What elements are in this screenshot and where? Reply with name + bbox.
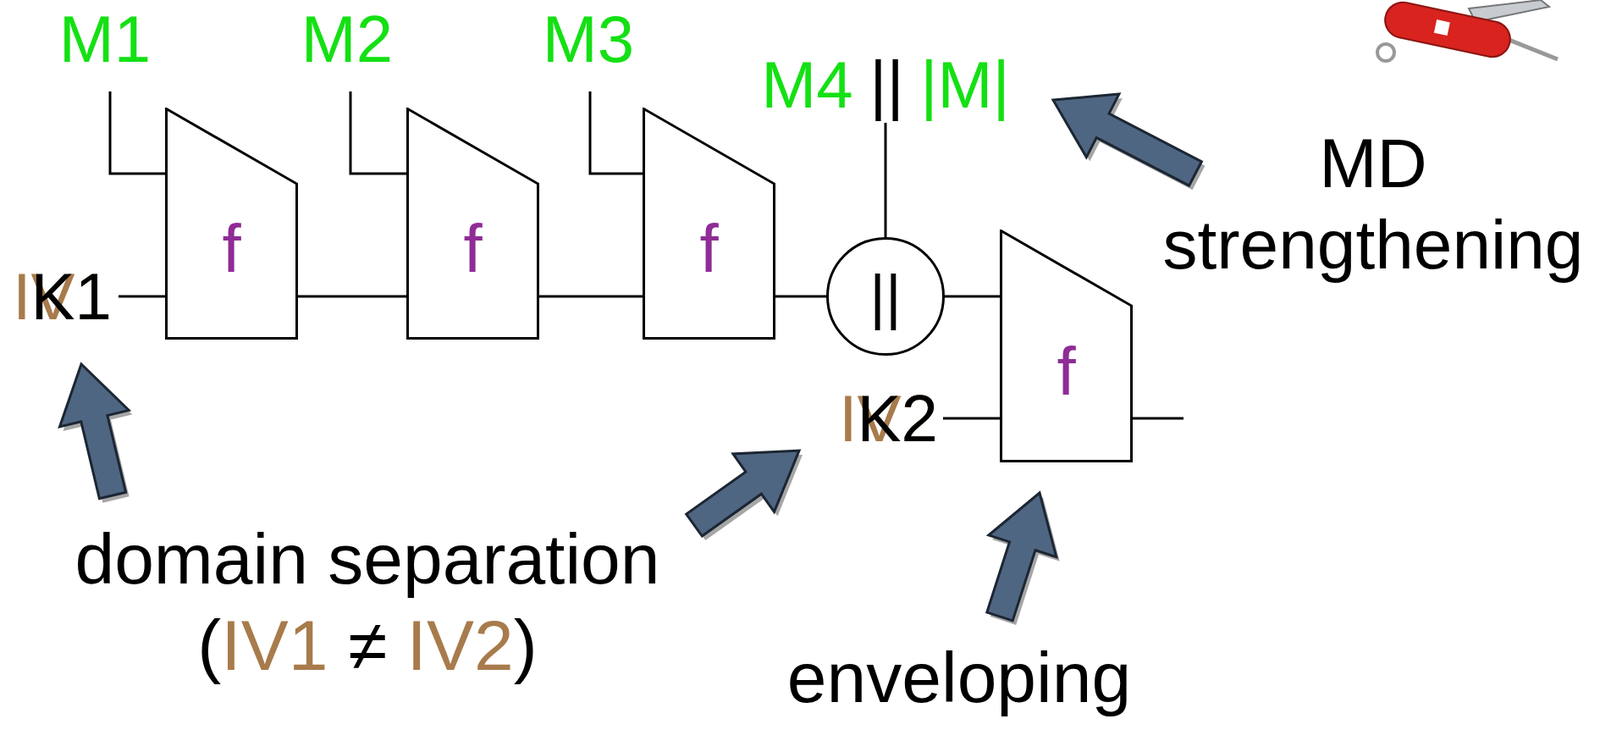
concat-symbol: || xyxy=(869,51,905,118)
key-label: K2 xyxy=(857,385,938,452)
knife-ring xyxy=(1377,44,1395,61)
label-holder: enveloping xyxy=(787,641,1132,713)
label-holder: K1 xyxy=(31,263,112,330)
padding-wire xyxy=(884,122,888,238)
node-body: f xyxy=(165,107,298,340)
node-body: f xyxy=(642,107,776,340)
length-label: |M| xyxy=(920,51,1010,118)
label-holder: MD strengthening xyxy=(1161,122,1585,286)
compression-box: f xyxy=(642,107,776,340)
label-holder: M1 xyxy=(59,5,151,72)
callout-arrow xyxy=(1053,93,1202,186)
function-label: f xyxy=(1056,337,1076,406)
key-wire xyxy=(943,417,1000,420)
knife-icon xyxy=(1377,0,1558,61)
callout-arrows xyxy=(60,93,1206,625)
knife-cross xyxy=(1434,19,1451,36)
output-wire xyxy=(1132,417,1184,420)
callout-arrow xyxy=(987,492,1057,621)
annotation: MD strengthening xyxy=(1161,122,1585,286)
message-wire xyxy=(590,91,643,174)
node-body: || xyxy=(826,237,945,356)
function-label: f xyxy=(463,215,482,283)
message-block: M1 xyxy=(59,5,151,72)
label-row: (IV1 ≠ IV2) xyxy=(197,609,537,681)
key-label: K1 xyxy=(31,263,112,330)
annotation: ) xyxy=(513,609,538,681)
chaining-wire xyxy=(297,295,408,298)
callout-arrow xyxy=(60,364,130,499)
knife-body xyxy=(1381,0,1513,61)
callout-arrow xyxy=(686,450,800,536)
trapezoid-outline xyxy=(166,109,298,339)
key-wire xyxy=(118,295,166,298)
trapezoid-outline xyxy=(1001,231,1132,462)
message-wire xyxy=(110,91,166,174)
compression-box: f xyxy=(165,107,298,340)
circle-outline xyxy=(827,238,944,355)
compression-box: f xyxy=(406,107,540,340)
compression-box: f xyxy=(999,229,1133,463)
function-label: f xyxy=(221,215,241,283)
concat-symbol: || xyxy=(869,265,901,327)
node-body: f xyxy=(406,107,540,340)
label-holder: domain separation xyxy=(74,523,660,595)
annotation: ≠ xyxy=(347,609,387,681)
label-holder: M2 xyxy=(301,5,393,72)
annotation: enveloping xyxy=(787,641,1132,713)
annotation: domain separation xyxy=(74,523,660,595)
iv-label: IV2 xyxy=(407,609,514,681)
label-holder: M3 xyxy=(542,5,635,72)
trapezoid-outline xyxy=(408,109,539,339)
label-holder: K2 xyxy=(857,385,938,452)
message-block: M2 xyxy=(301,5,393,72)
chaining-wire xyxy=(943,295,1001,298)
label-row: M4|||M| xyxy=(761,51,1010,118)
node-body: f xyxy=(999,229,1133,463)
concat-circle: || xyxy=(826,237,945,356)
iv-label: IV1 xyxy=(220,609,328,681)
message-block: M3 xyxy=(542,5,635,72)
trapezoid-outline xyxy=(644,109,775,339)
chaining-wire xyxy=(774,295,828,298)
function-label: f xyxy=(699,215,718,283)
message-wire xyxy=(350,91,407,174)
message-block: M4 xyxy=(761,51,853,118)
chaining-wire xyxy=(538,295,644,298)
annotation: ( xyxy=(197,609,221,681)
